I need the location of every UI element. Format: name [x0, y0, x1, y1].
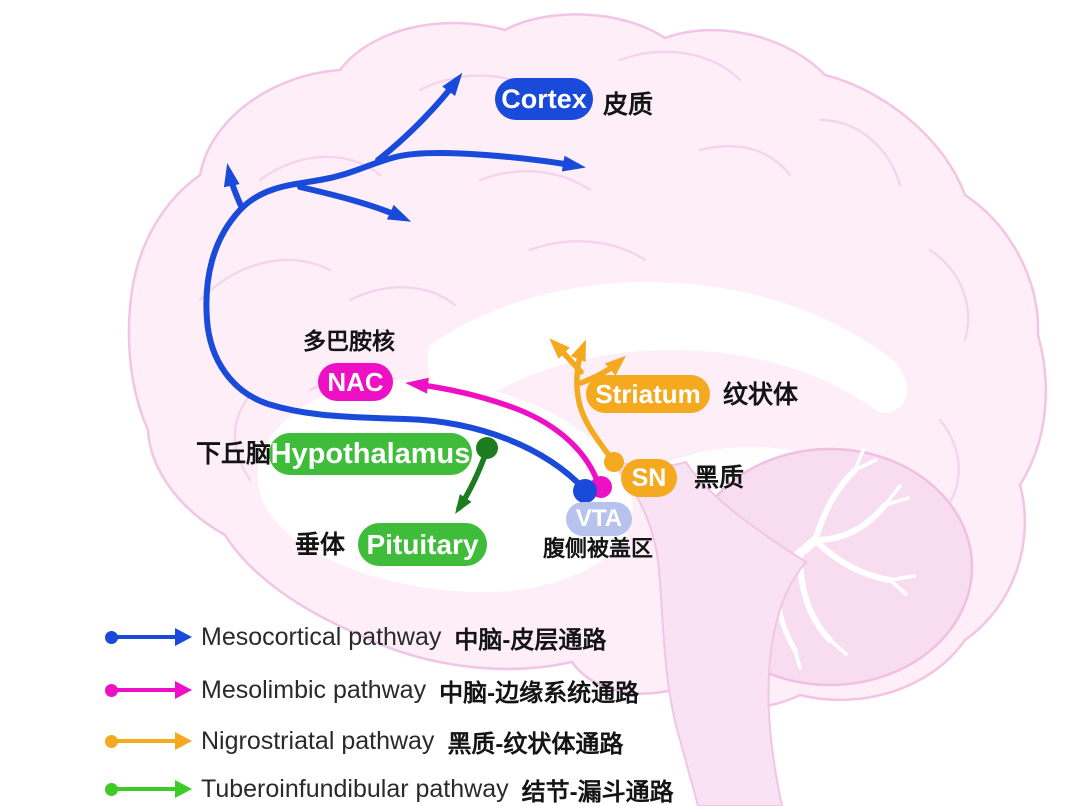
legend-line [116, 787, 176, 791]
arrow-right-icon [175, 780, 192, 798]
nigrostriatal-origin-dot [604, 452, 624, 472]
mesolimbic-pathway-lines [405, 377, 602, 489]
legend-label-en: Mesolimbic pathway [201, 675, 427, 704]
region-pill-hypothalamus: Hypothalamus [269, 433, 472, 475]
legend-label-zh: 中脑-皮层通路 [454, 626, 607, 654]
legend-row-mesocortical: Mesocortical pathway 中脑-皮层通路 [105, 622, 607, 654]
legend-row-tuberoinfundibular: Tuberoinfundibular pathway 结节-漏斗通路 [105, 774, 674, 806]
region-label-zh-hypothalamus: 下丘脑 [196, 440, 272, 468]
corpus-callosum-white-arc [427, 281, 907, 413]
legend-row-nigrostriatal: Nigrostriatal pathway 黑质-纹状体通路 [105, 726, 624, 758]
legend-dot-icon [105, 734, 118, 748]
legend-swatch-tuberoinfundibular [105, 780, 201, 798]
region-pill-vta: VTA [566, 502, 632, 536]
legend-swatch-nigrostriatal [105, 732, 201, 750]
legend-dot-icon [105, 630, 118, 644]
legend-label-zh: 中脑-边缘系统通路 [439, 679, 640, 707]
region-label-zh-nac: 多巴胺核 [303, 328, 395, 354]
region-label-zh-sn: 黑质 [694, 464, 745, 492]
legend-label-en: Mesocortical pathway [201, 622, 442, 651]
nigrostriatal-pathway-lines [549, 338, 627, 464]
legend-label-en: Nigrostriatal pathway [201, 726, 435, 755]
legend-label-zh: 结节-漏斗通路 [521, 778, 674, 806]
region-label-zh-pituitary: 垂体 [295, 531, 346, 559]
mesocortical-pathway-lines [203, 72, 588, 493]
region-pill-nac: NAC [318, 363, 393, 401]
region-label-zh-vta: 腹侧被盖区 [543, 536, 654, 561]
legend-label-en: Tuberoinfundibular pathway [201, 774, 509, 803]
arrow-right-icon [175, 732, 192, 750]
tuberoinfundibular-origin-dot [476, 437, 498, 459]
ventricle-white-region [257, 379, 633, 593]
legend-swatch-mesolimbic [105, 681, 201, 699]
legend-line [116, 739, 176, 743]
legend-line [116, 688, 176, 692]
legend-swatch-mesocortical [105, 628, 201, 646]
legend-line [116, 635, 176, 639]
region-pill-sn: SN [621, 459, 677, 497]
legend-dot-icon [105, 782, 118, 796]
arrow-right-icon [175, 628, 192, 646]
region-pill-striatum: Striatum [586, 375, 710, 413]
region-label-zh-cortex: 皮质 [603, 91, 654, 119]
brainstem [606, 457, 808, 806]
region-pill-cortex: Cortex [495, 78, 593, 120]
legend-label-zh: 黑质-纹状体通路 [447, 730, 624, 758]
legend-dot-icon [105, 683, 118, 697]
arrow-right-icon [175, 681, 192, 699]
region-label-zh-striatum: 纹状体 [723, 381, 799, 409]
mesocortical-origin-dot [573, 479, 597, 503]
legend-row-mesolimbic: Mesolimbic pathway 中脑-边缘系统通路 [105, 675, 640, 707]
region-pill-pituitary: Pituitary [358, 523, 487, 566]
